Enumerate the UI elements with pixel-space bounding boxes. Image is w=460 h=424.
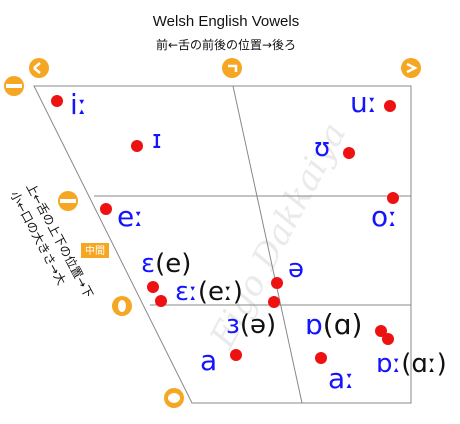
closed-mouth-icon — [4, 76, 24, 96]
vowel-epsilon-alt: (e) — [155, 249, 191, 279]
vowel-a: a — [200, 344, 217, 377]
vowel-epsilon-symbol: ɛ — [141, 249, 155, 279]
vowel-turned-alpha-alt: (ɑ) — [323, 308, 363, 341]
chart-title: Welsh English Vowels — [153, 13, 299, 30]
face-mid-icon — [222, 58, 242, 78]
dot-small-i — [131, 140, 143, 152]
vowel-turned-alpha-symbol: ɒ — [305, 308, 323, 341]
closed-mouth-icon — [58, 191, 78, 211]
dot-horseshoe — [343, 147, 355, 159]
dot-rev-epsilon — [268, 296, 280, 308]
vowel-epsilon-long: ɛː(eː) — [175, 277, 243, 307]
grid-line-central — [232, 85, 303, 404]
vowel-e-long: eː — [117, 200, 144, 233]
dot-a-long — [315, 352, 327, 364]
dot-epsilon-long — [155, 295, 167, 307]
vowel-epsilon-long-alt: (eː) — [198, 277, 243, 307]
middle-badge: 中間 — [85, 244, 105, 257]
vowel-turned-alpha-long-alt: (ɑː) — [401, 349, 447, 379]
vowel-trapezoid — [33, 85, 412, 404]
dot-o-long — [387, 192, 399, 204]
chart-subtitle: 前←舌の前後の位置→後ろ — [156, 37, 296, 52]
face-front-icon — [29, 58, 49, 78]
half-open-mouth-icon — [112, 296, 132, 316]
trapezoid-outline — [33, 85, 412, 404]
vowel-turned-alpha: ɒ(ɑ) — [305, 308, 362, 341]
vowel-horseshoe: ʊ — [314, 133, 330, 163]
vowel-u-long: uː — [350, 86, 377, 119]
vowel-epsilon-long-symbol: ɛː — [175, 277, 198, 307]
vowel-labels: iː ɪ uː ʊ eː oː ɛ(e) ɛː(eː) ə ɜ(ə) ɒ(ɑ) … — [70, 86, 447, 395]
vowel-epsilon: ɛ(e) — [141, 249, 191, 279]
vowel-small-i: ɪ — [152, 125, 162, 155]
middle-badge-bg — [81, 243, 109, 258]
dot-turned-alpha — [375, 325, 387, 337]
vowel-o-long: oː — [371, 200, 398, 233]
dot-schwa — [271, 277, 283, 289]
dot-u-long — [384, 100, 396, 112]
vowel-schwa: ə — [288, 254, 304, 284]
dot-i-long — [51, 95, 63, 107]
vowel-turned-alpha-long-symbol: ɒː — [376, 349, 401, 379]
vowel-dots — [51, 95, 399, 364]
wide-open-mouth-icon — [164, 388, 184, 408]
vowel-turned-alpha-long: ɒː(ɑː) — [376, 349, 447, 379]
dot-e-long — [100, 203, 112, 215]
dot-epsilon — [147, 281, 159, 293]
vowel-rev-epsilon: ɜ(ə) — [226, 310, 276, 340]
vowel-rev-epsilon-symbol: ɜ — [226, 310, 240, 340]
dot-turned-alpha-long — [382, 333, 394, 345]
dot-a — [230, 349, 242, 361]
face-back-icon — [401, 58, 421, 78]
vowel-rev-epsilon-alt: (ə) — [240, 310, 276, 340]
vowel-i-long: iː — [70, 88, 87, 121]
vowel-a-long: aː — [328, 362, 355, 395]
